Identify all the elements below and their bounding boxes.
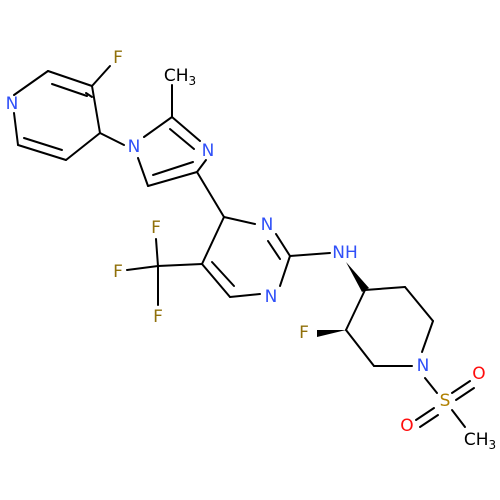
methyl-group: CH3 xyxy=(164,66,196,88)
nitrogen-atom: N xyxy=(6,94,19,114)
fluorine-atom: F xyxy=(113,262,123,282)
fluorine-atom: F xyxy=(153,307,163,327)
bond xyxy=(404,286,434,322)
bond xyxy=(91,85,101,134)
atom-label: O xyxy=(472,364,485,384)
bond xyxy=(455,387,475,401)
bond xyxy=(279,255,291,287)
atom-label: F xyxy=(113,262,123,282)
bond xyxy=(47,70,93,87)
bond xyxy=(157,263,203,267)
bond xyxy=(345,329,375,367)
atom-label: N xyxy=(202,141,215,161)
oxygen-atom: O xyxy=(472,364,485,384)
atom-label: O xyxy=(400,416,413,436)
bond xyxy=(99,132,125,146)
bond xyxy=(13,112,19,146)
bonds-layer xyxy=(13,65,475,428)
fluorine-atom: F xyxy=(151,218,161,238)
sulfur-atom: S xyxy=(440,391,451,411)
wedge-bond xyxy=(317,330,346,337)
bond xyxy=(65,132,101,161)
bond xyxy=(229,293,261,298)
atom-label: S xyxy=(440,391,451,411)
nitrogen-atom: NH xyxy=(332,243,358,263)
bond xyxy=(364,286,406,291)
bond xyxy=(267,240,281,260)
nitrogen-atom: N xyxy=(202,141,215,161)
atom-label: N xyxy=(128,137,141,157)
bond xyxy=(13,70,49,96)
atom-label: F xyxy=(151,218,161,238)
bond xyxy=(85,92,93,98)
atom-label: CH3 xyxy=(464,430,496,452)
bond xyxy=(126,265,159,271)
bond xyxy=(152,161,194,176)
bond xyxy=(51,83,88,97)
bond xyxy=(137,157,149,187)
methyl-group: CH3 xyxy=(464,430,496,452)
nitrogen-atom: N xyxy=(261,215,274,235)
bond xyxy=(23,137,63,151)
bond xyxy=(289,252,331,257)
nitrogen-atom: N xyxy=(265,287,278,307)
atom-label: N xyxy=(261,215,274,235)
bond xyxy=(419,414,439,428)
bond xyxy=(275,233,291,257)
nitrogen-atom: N xyxy=(417,356,430,376)
atom-label: N xyxy=(417,356,430,376)
bond xyxy=(424,377,438,394)
bond xyxy=(17,144,67,161)
atom-label: F xyxy=(299,323,309,343)
atom-label: NH xyxy=(332,243,358,263)
fluorine-atom: F xyxy=(299,323,309,343)
atom-subscript: 3 xyxy=(189,74,197,88)
atom-subscript: 3 xyxy=(489,438,497,452)
bond xyxy=(201,216,225,265)
bond xyxy=(451,409,466,428)
bond xyxy=(201,263,231,298)
bond xyxy=(421,320,434,353)
bond xyxy=(91,65,111,87)
bond xyxy=(155,238,159,267)
bond xyxy=(143,116,173,138)
bond xyxy=(196,159,207,173)
bond xyxy=(415,407,435,421)
oxygen-atom: O xyxy=(400,416,413,436)
atom-label: F xyxy=(113,48,123,68)
bond xyxy=(196,171,225,218)
atom-label: N xyxy=(6,94,19,114)
atom-label: N xyxy=(265,287,278,307)
bond xyxy=(171,116,201,142)
bond xyxy=(147,171,198,187)
nitrogen-atom: N xyxy=(128,137,141,157)
atom-label: F xyxy=(153,307,163,327)
bond xyxy=(211,261,235,287)
bond xyxy=(169,128,195,150)
wedge-bond xyxy=(346,262,369,292)
fluorine-atom: F xyxy=(113,48,123,68)
bond xyxy=(345,289,366,331)
atom-label: CH3 xyxy=(164,66,196,88)
bond xyxy=(223,216,256,225)
bond xyxy=(451,380,471,394)
